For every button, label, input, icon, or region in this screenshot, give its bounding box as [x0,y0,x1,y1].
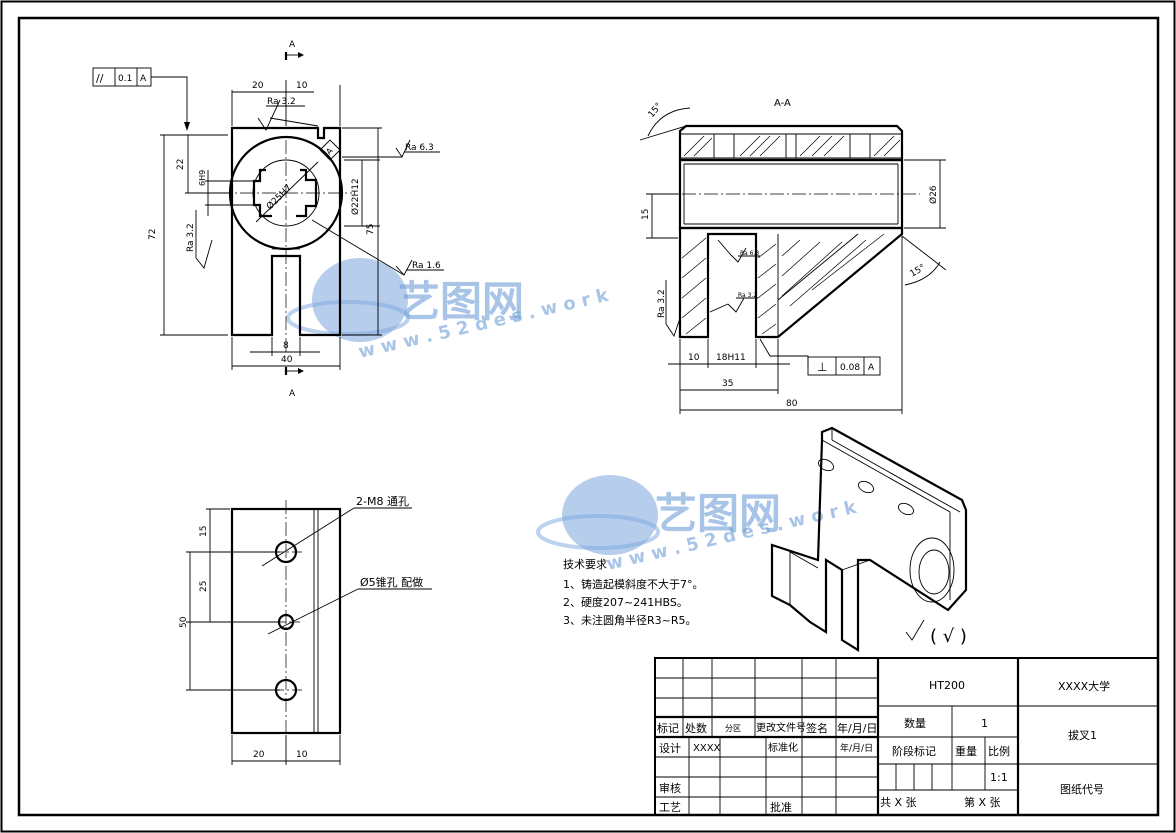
dim-right-75: 75 [366,224,376,235]
tol-symbol: // [96,72,104,85]
watermark-logo: 艺图网 [655,489,781,538]
dim-b-80: 80 [786,399,798,409]
tol-value: 0.1 [118,74,132,84]
tol-datum: A [140,74,147,84]
tb-row-header: 签名 [806,721,828,735]
dim-d15: 15 [199,526,209,537]
perp-symbol: ⊥ [817,360,827,374]
tb-design-label: 设计 [659,742,681,755]
roughness-suffix: ( √ ) [930,626,967,647]
roughness-note: ( √ ) [905,619,967,647]
tb-date-label: 年/月/日 [840,742,873,754]
tb-review-label: 审核 [659,781,681,795]
label-m8: 2-M8 通孔 [356,495,409,508]
tb-drawing-code: 图纸代号 [1060,783,1104,796]
dim-b20: 20 [253,750,265,760]
tech-item: 1、铸造起模斜度不大于7°。 [563,577,704,591]
ra-63: Ra 6.3 [405,143,434,153]
tb-sheet-no: 第 X 张 [964,795,1001,809]
ra-section-inner: Ra 3.2 [738,292,757,299]
tb-approve-label: 批准 [770,800,792,814]
section-view: A-A [639,98,947,414]
dim-b-10: 10 [688,353,700,363]
hatch-lower [681,233,885,335]
hatch-top [683,135,901,157]
label-pin: Ø5锥孔 配做 [360,575,423,589]
dim-b-35: 35 [722,379,733,389]
title-block: HT200 XXXX大学 拔叉1 图纸代号 数量 1 阶段标记 重量 比例 1:… [654,657,1159,816]
ra-section-63: Ra 6.3 [740,250,759,257]
dim-bottom-40: 40 [281,355,293,365]
section-mark-top: A [289,40,296,50]
tb-design-name: XXXX [693,743,721,754]
dim-key-6h9: 6H9 [198,170,207,186]
tb-row-header: 更改文件号 [756,721,806,734]
ra-top: Ra 3.2 [267,97,296,107]
inner-border [17,16,1160,817]
dim-dia-26: Ø26 [928,185,939,204]
tb-sheets-total: 共 X 张 [880,796,917,809]
front-view: A A // 0.1 A 20 10 [92,40,444,399]
tb-process-label: 工艺 [659,801,681,814]
tb-qty-value: 1 [981,717,988,730]
section-title: A-A [774,98,791,109]
perp-value: 0.08 [840,363,860,373]
perp-datum: A [868,363,875,373]
dim-d50: 50 [179,616,189,628]
dim-left-15: 15 [641,209,651,220]
datum-a: A [324,146,335,157]
ra-section-left: Ra 3.2 [657,289,667,318]
dim-top-10: 10 [296,81,308,91]
tb-weight-label: 重量 [955,744,977,758]
tech-item: 3、未注圆角半径R3~R5。 [563,613,697,627]
watermark-logo: 艺图网 [398,277,524,326]
dim-bore-22: Ø22H12 [350,178,361,215]
tb-row-header: 分区 [725,724,741,733]
dim-left-72: 72 [148,229,158,240]
ra-left: Ra 3.2 [186,223,196,252]
isometric-view [770,426,968,652]
dim-top-20: 20 [252,81,264,91]
tech-item: 2、硬度207~241HBS。 [563,595,688,609]
tb-row-header: 标记 [657,721,679,735]
tb-school: XXXX大学 [1058,679,1110,693]
dim-b-18h11: 18H11 [716,353,746,363]
dim-left-22: 22 [176,159,186,170]
tb-row-header: 年/月/日 [837,721,877,735]
tech-title: 技术要求 [563,558,607,571]
bottom-view: 2-M8 通孔 Ø5锥孔 配做 15 25 50 20 10 [179,495,432,765]
tb-scale-label: 比例 [988,744,1010,758]
tb-qty-label: 数量 [904,717,926,730]
tb-row-header: 处数 [685,722,707,735]
ra-16: Ra 1.6 [412,261,441,271]
dim-b10: 10 [296,750,308,760]
dim-d25: 25 [199,581,209,592]
dim-bottom-8: 8 [283,341,289,351]
tb-scale-value: 1:1 [990,771,1008,784]
tb-material: HT200 [929,679,965,692]
section-mark-bottom: A [289,389,296,399]
tb-stage-label: 阶段标记 [892,744,936,758]
tb-part-name: 拔叉1 [1068,728,1097,742]
tb-standard-label: 标准化 [768,741,798,754]
tech-requirements: 技术要求 1、铸造起模斜度不大于7°。 2、硬度207~241HBS。 3、未注… [563,558,704,627]
